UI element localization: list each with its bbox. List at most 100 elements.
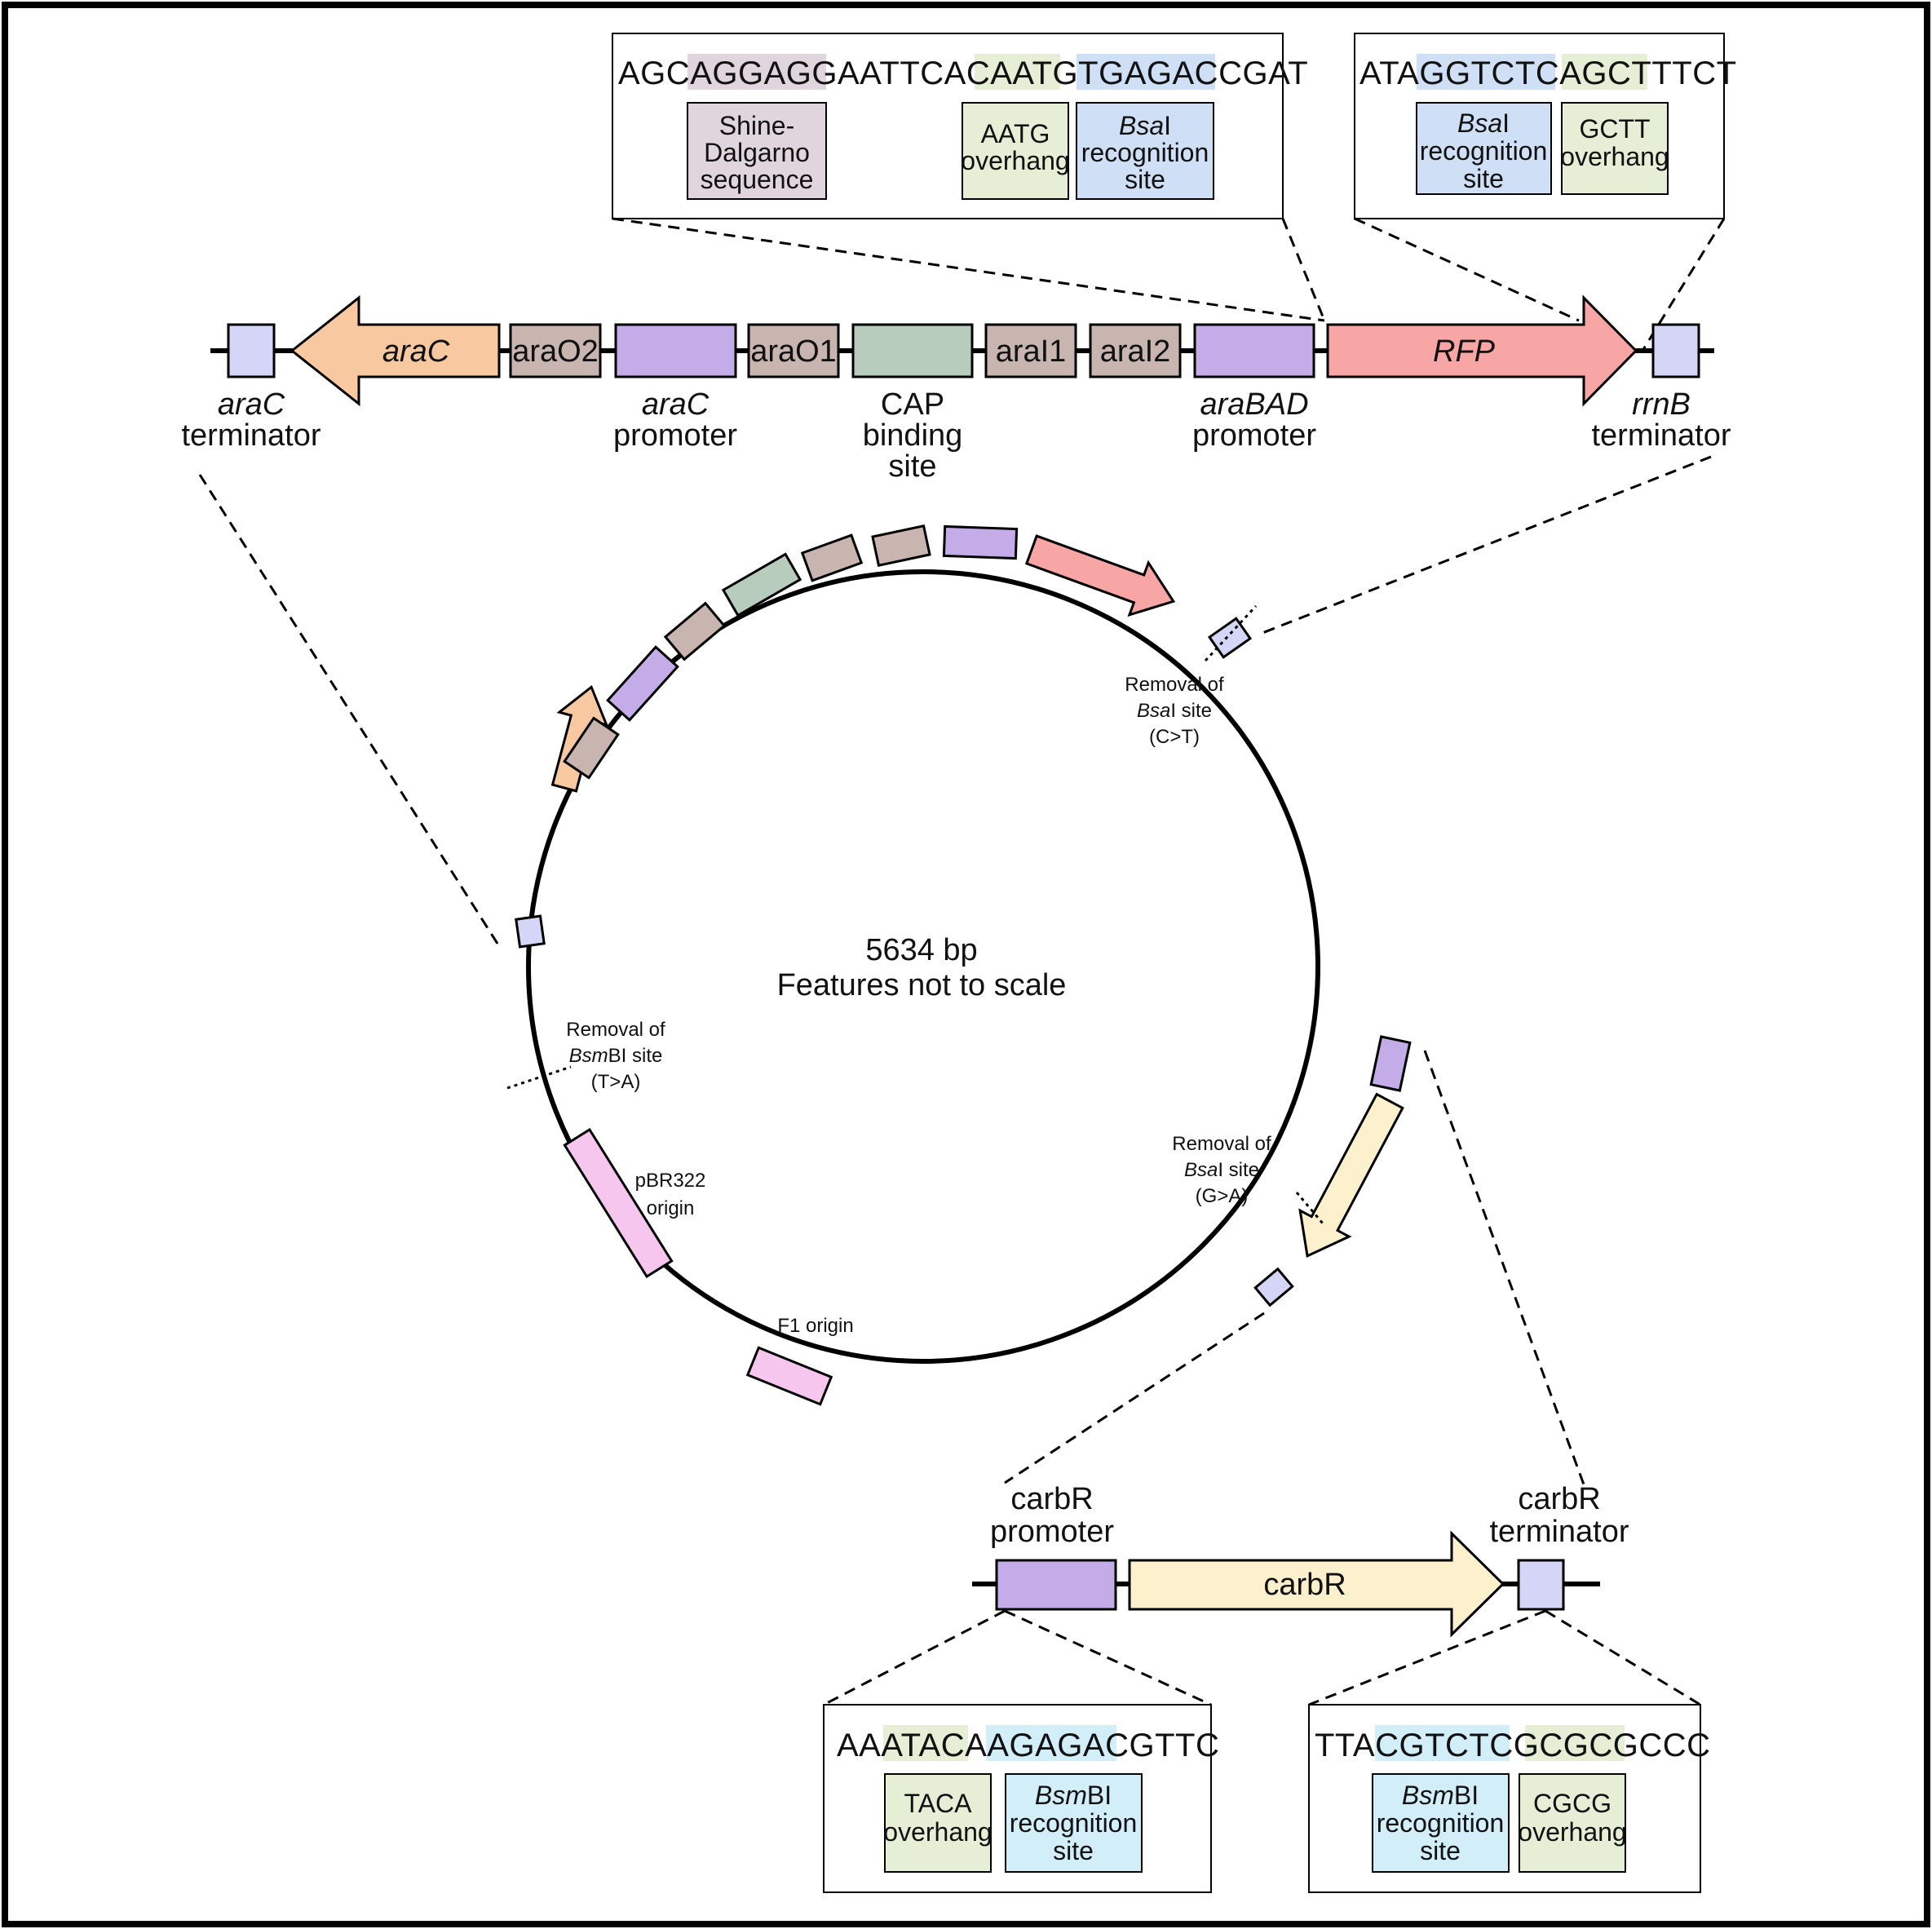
sequence-segment: AGC (618, 55, 690, 91)
removal-2-line3: (T>A) (591, 1071, 641, 1093)
bsmbi-label-1-line3: site (1053, 1836, 1094, 1865)
sequence-segment: GAGACC (1099, 55, 1242, 91)
zoom-line-left (198, 474, 501, 947)
arac-promoter-box (614, 323, 737, 378)
bsmbi-label-1-line1: BsmBI (1035, 1781, 1112, 1810)
sequence-box-4-sequence: TTACGTCTCGCGCGCCC (1315, 1728, 1711, 1763)
aatg-label-box (962, 102, 1069, 200)
arac-promoter-label-line2: promoter (613, 418, 737, 453)
rfp-gene-arrow (1326, 294, 1638, 407)
sequence-box-4-highlights (1375, 1725, 1625, 1761)
bsmbi-highlight-1 (986, 1725, 1116, 1761)
bsai-highlight-2 (1417, 54, 1555, 90)
sequence-segment: AATTCAC (838, 55, 990, 91)
cap-label-line1: CAP (881, 387, 944, 422)
removal-1-line3: (C>T) (1149, 726, 1200, 748)
arac-gene-label: araC (382, 334, 450, 369)
zoom-lines-top (612, 217, 1726, 352)
removal-1-line1: Removal of (1125, 674, 1224, 696)
sequence-segment: GCGCG (1514, 1728, 1639, 1763)
plasmid-arai2 (871, 524, 931, 568)
sequence-segment: TACA (901, 1728, 988, 1763)
pbr322-label-line1: pBR322 (635, 1170, 706, 1192)
taca-label-line2: overhang (883, 1817, 992, 1847)
bsmbi-highlight-2 (1375, 1725, 1510, 1761)
cap-label-line3: site (888, 449, 936, 484)
aatg-highlight (975, 54, 1060, 90)
sequence-box-1-highlights (687, 54, 1215, 90)
sequence-segment: GAT (1242, 55, 1308, 91)
bsmbi-label-1-line2: recognition (1010, 1808, 1138, 1838)
sd-label-box (687, 102, 827, 200)
sd-label-line2: Dalgarno (704, 138, 810, 167)
plasmid-carbr-promoter (1369, 1035, 1412, 1092)
arao2-box (509, 323, 602, 378)
sequence-segment: CCC (1638, 1728, 1710, 1763)
plasmid-note: Features not to scale (777, 968, 1067, 1002)
plasmid-carbr-terminator (1253, 1267, 1294, 1307)
arac-terminator-label-line1: araC (218, 387, 285, 422)
arai2-label: araI2 (1100, 334, 1171, 369)
removal-2-line1: Removal of (566, 1019, 665, 1041)
sequence-segment: TTC (1155, 1728, 1219, 1763)
gctt-label-line2: overhang (1560, 142, 1669, 171)
cgcg-label-box (1519, 1773, 1626, 1873)
plasmid-backbone (526, 569, 1320, 1364)
zoom-line-bottom-left (1004, 1312, 1265, 1484)
bsai-label-1-line2: recognition (1081, 138, 1209, 167)
zoom-lines-bottom (823, 1609, 1701, 1706)
cap-site-box (851, 323, 974, 378)
sequence-segment: TCT (1672, 55, 1736, 91)
arao2-label: araO2 (512, 334, 599, 369)
sequence-box-3-highlights (883, 1725, 1116, 1761)
cgcg-highlight (1525, 1725, 1625, 1761)
sequence-segment: CGTCTC (1375, 1728, 1514, 1763)
arac-promoter-label-line1: araC (642, 387, 710, 422)
carbr-gene-label: carbR (1263, 1568, 1346, 1602)
bsai-label-2-line3: site (1463, 164, 1504, 193)
sd-highlight (687, 54, 826, 90)
removal-2-line2: BsmBI site (569, 1045, 663, 1067)
sequence-box-3: AAATACAAGAGACGTTC TACA overhang BsmBI re… (823, 1704, 1219, 1893)
removal-3-line2: BsaI site (1184, 1159, 1259, 1181)
sequence-segment: TTA (1315, 1728, 1375, 1763)
plasmid-f1-origin (745, 1346, 833, 1406)
bsai-label-box-2 (1416, 102, 1552, 195)
bsai-highlight (1077, 54, 1215, 90)
removal-annotation-1: Removal of BsaI site (C>T) (1125, 674, 1224, 748)
removal-1-line2: BsaI site (1137, 700, 1212, 722)
arac-gene-arrow (290, 294, 501, 407)
zoom-line-bottom-right (1423, 1050, 1585, 1485)
sequence-box-1: AGCAGGAGGAATTCACAATGTGAGACCGAT Shine- Da… (612, 33, 1308, 219)
zoom-line-box2-right (1641, 218, 1726, 352)
arabad-promoter-label-line2: promoter (1192, 418, 1316, 453)
rrnb-terminator-label-line1: rrnB (1632, 387, 1691, 422)
zoom-lines-middle (198, 455, 1712, 1485)
gctt-label-line1: GCTT (1579, 114, 1650, 144)
bsmbi-label-box-1 (1005, 1773, 1143, 1873)
removal-3-line1: Removal of (1172, 1133, 1271, 1155)
rfp-gene-label: RFP (1433, 334, 1496, 369)
taca-label-line1: TACA (904, 1789, 973, 1818)
arai1-label: araI1 (996, 334, 1067, 369)
bsmbi-label-2-line3: site (1420, 1836, 1461, 1865)
arac-terminator-label-line2: terminator (181, 418, 321, 453)
plasmid-map: 5634 bp Features not to scale Removal of… (506, 524, 1412, 1406)
bsai-label-2-line1: BsaI (1457, 108, 1510, 138)
sd-label-line1: Shine- (719, 111, 795, 140)
arao1-label: araO1 (750, 334, 837, 369)
sequence-segment: ATA (1359, 55, 1419, 91)
plasmid-arai1 (800, 533, 864, 582)
sequence-segment: AAA (837, 1728, 903, 1763)
plasmid-bsmbi-removal-mark (506, 1065, 572, 1090)
bsai-label-box-1 (1076, 102, 1214, 200)
sequence-box-2-sequence: ATAGGTCTCAGCTTTCT (1359, 55, 1737, 91)
bsai-label-1-line1: BsaI (1119, 111, 1171, 140)
arabad-promoter-label-line1: araBAD (1200, 387, 1308, 422)
sequence-segment: AATG (990, 55, 1078, 91)
zoom-line-box4-right (1545, 1609, 1701, 1706)
arac-terminator-box (227, 323, 276, 378)
cgcg-label-line1: CGCG (1533, 1789, 1611, 1818)
f1-origin-label: F1 origin (777, 1315, 853, 1337)
